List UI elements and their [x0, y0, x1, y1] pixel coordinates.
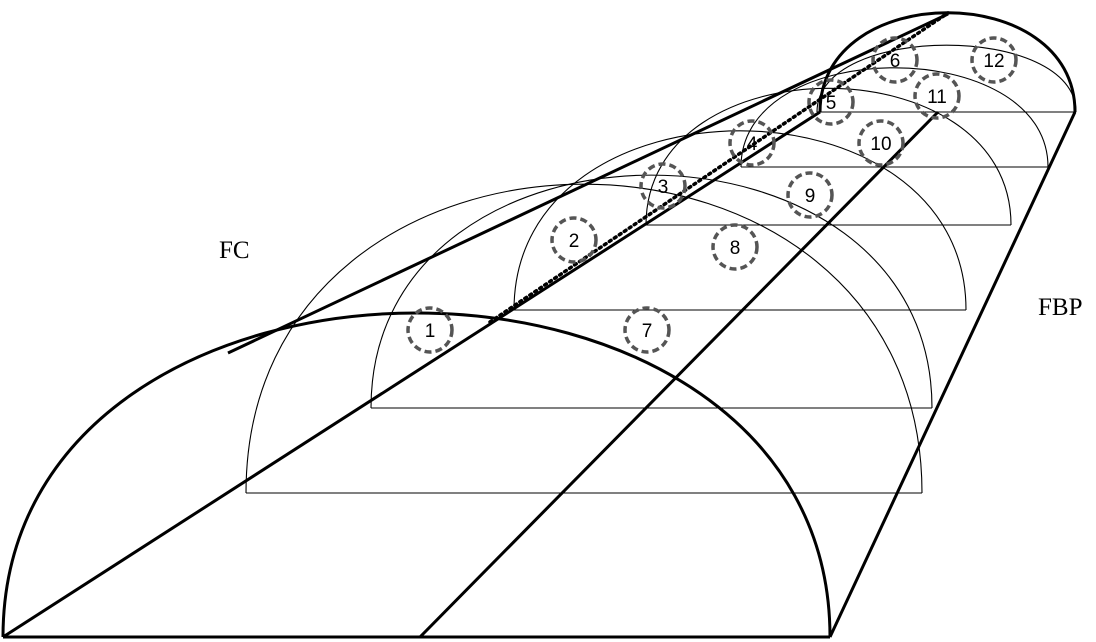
- rib-arch-5: [740, 67, 1049, 168]
- sensor-number: 9: [805, 186, 816, 207]
- sensor-number: 7: [642, 321, 653, 342]
- sensor-number: 3: [658, 177, 669, 198]
- front-arch: [1, 311, 832, 638]
- sensor-marker-2: 2: [550, 216, 598, 264]
- rib-arch-3: [513, 130, 967, 311]
- sensor-number: 1: [425, 321, 436, 342]
- sensor-marker-5: 5: [807, 78, 855, 126]
- sensor-number: 8: [730, 238, 741, 259]
- sensor-circle: [550, 216, 598, 264]
- sensor-circle: [406, 306, 454, 354]
- rib-arch-2: [370, 174, 933, 409]
- sensor-number: 2: [569, 231, 580, 252]
- ridge-line: [227, 12, 949, 355]
- sensor-circle: [857, 119, 905, 167]
- sensor-number: 6: [890, 51, 901, 72]
- sensor-circle: [807, 78, 855, 126]
- sensor-circle: [623, 306, 671, 354]
- left-floor-edge: [2, 110, 821, 639]
- sensor-circle: [786, 171, 834, 219]
- sensor-marker-9: 9: [786, 171, 834, 219]
- sensor-number: 12: [983, 51, 1004, 72]
- sensor-marker-8: 8: [711, 223, 759, 271]
- sensor-circle: [639, 162, 687, 210]
- sensor-marker-1: 1: [406, 306, 454, 354]
- sensor-marker-6: 6: [871, 36, 919, 84]
- center-floor-edge: [418, 110, 940, 639]
- sensor-number: 10: [870, 134, 891, 155]
- rib-arch-4: [645, 87, 1012, 226]
- dotted-ridge-line: [488, 11, 950, 324]
- sensor-marker-3: 3: [639, 162, 687, 210]
- sensor-circle: [913, 72, 961, 120]
- sensor-marker-11: 11: [913, 72, 961, 120]
- label-fbp: FBP: [1038, 294, 1083, 321]
- sensor-number: 11: [927, 87, 947, 108]
- outer-frame-lines: [1, 11, 1077, 639]
- sensor-circle: [970, 36, 1018, 84]
- sensor-circle: [728, 119, 776, 167]
- sensor-marker-10: 10: [857, 119, 905, 167]
- sensor-number: 4: [747, 134, 758, 155]
- ridge-dotted-line: [488, 11, 950, 324]
- sensor-marker-12: 12: [970, 36, 1018, 84]
- right-floor-edge: [828, 111, 1077, 638]
- sensor-number: 5: [826, 93, 837, 114]
- inner-frame-lines: [245, 44, 1077, 494]
- sensor-circle: [871, 36, 919, 84]
- sensor-marker-4: 4: [728, 119, 776, 167]
- sensor-circle: [711, 223, 759, 271]
- sensor-marker-7: 7: [623, 306, 671, 354]
- label-fc: FC: [219, 237, 250, 264]
